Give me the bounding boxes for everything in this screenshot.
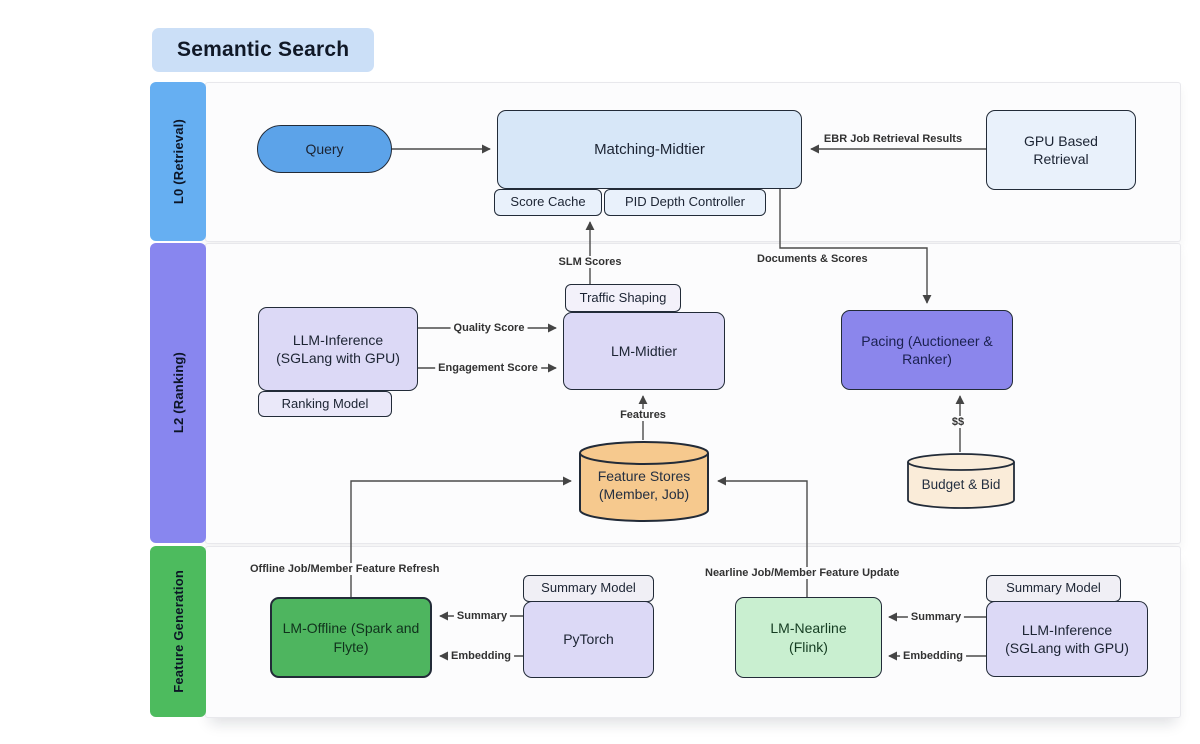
lm-midtier-node: LM-Midtier bbox=[563, 312, 725, 390]
feature-stores-node: Feature Stores (Member, Job) bbox=[578, 440, 710, 523]
llm-inference-ranking-node: LLM-Inference (SGLang with GPU) bbox=[258, 307, 418, 391]
database-cylinder-icon bbox=[907, 453, 1015, 509]
feature-stores-label: Feature Stores (Member, Job) bbox=[597, 468, 691, 503]
llm-inference-nearline-node: LLM-Inference (SGLang with GPU) bbox=[986, 601, 1148, 677]
score-cache-node: Score Cache bbox=[494, 189, 602, 216]
edge-label-features: Features bbox=[617, 409, 669, 421]
lane-bar-l2: L2 (Ranking) bbox=[150, 243, 206, 543]
pid-depth-controller-node: PID Depth Controller bbox=[604, 189, 766, 216]
summary-model-offline-node: Summary Model bbox=[523, 575, 654, 602]
gpu-based-retrieval-node: GPU Based Retrieval bbox=[986, 110, 1136, 190]
edge-label-summary-nearline: Summary bbox=[907, 611, 965, 623]
edge-label-engagement-score: Engagement Score bbox=[435, 362, 541, 374]
query-node: Query bbox=[257, 125, 392, 173]
lane-bar-fg: Feature Generation bbox=[150, 546, 206, 717]
database-cylinder-icon bbox=[579, 441, 709, 522]
edge-label-ebr-results: EBR Job Retrieval Results bbox=[823, 133, 963, 145]
budget-bid-node: Budget & Bid bbox=[906, 452, 1016, 510]
traffic-shaping-node: Traffic Shaping bbox=[565, 284, 681, 312]
edge-label-quality-score: Quality Score bbox=[450, 322, 528, 334]
edge-label-dollars: $$ bbox=[948, 416, 968, 428]
matching-midtier-node: Matching-Midtier bbox=[497, 110, 802, 189]
lane-fg-label: Feature Generation bbox=[170, 570, 186, 693]
ranking-model-node: Ranking Model bbox=[258, 391, 392, 417]
pacing-node: Pacing (Auctioneer & Ranker) bbox=[841, 310, 1013, 390]
edge-label-nearline-update: Nearline Job/Member Feature Update bbox=[702, 567, 903, 579]
page-title: Semantic Search bbox=[152, 28, 375, 72]
lane-l2-label: L2 (Ranking) bbox=[170, 352, 186, 434]
budget-bid-label: Budget & Bid bbox=[921, 477, 1001, 492]
lm-nearline-node: LM-Nearline (Flink) bbox=[735, 597, 882, 678]
summary-model-nearline-node: Summary Model bbox=[986, 575, 1121, 602]
pytorch-node: PyTorch bbox=[523, 601, 654, 678]
edge-label-summary-offline: Summary bbox=[453, 610, 511, 622]
lane-l0-label: L0 (Retrieval) bbox=[170, 118, 186, 205]
edge-label-embedding-nearline: Embedding bbox=[900, 650, 966, 662]
edge-label-slm-scores: SLM Scores bbox=[555, 256, 625, 268]
edge-label-offline-refresh: Offline Job/Member Feature Refresh bbox=[247, 563, 443, 575]
edge-label-documents-scores: Documents & Scores bbox=[757, 253, 868, 265]
lane-bar-l0: L0 (Retrieval) bbox=[150, 82, 206, 241]
edge-label-embedding-offline: Embedding bbox=[448, 650, 514, 662]
lm-offline-node: LM-Offline (Spark and Flyte) bbox=[270, 597, 432, 678]
